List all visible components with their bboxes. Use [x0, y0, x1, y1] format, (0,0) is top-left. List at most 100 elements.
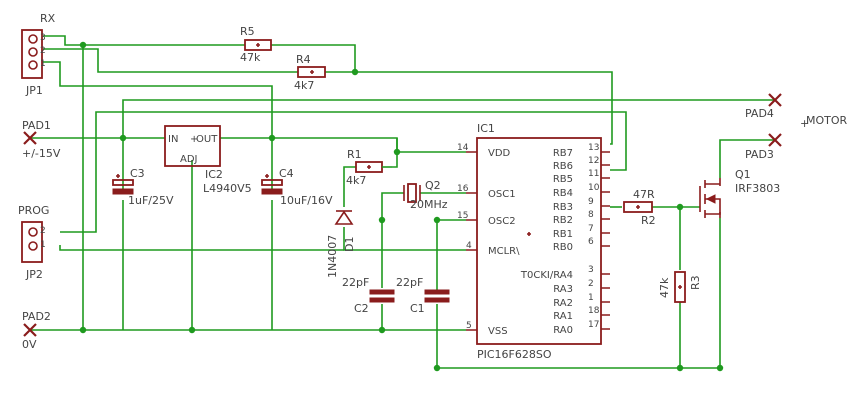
- wires: [30, 35, 775, 369]
- pad1: PAD1 +/-15V: [22, 119, 61, 160]
- c3-value: 1uF/25V: [128, 194, 174, 207]
- r2-value: 47R: [633, 188, 655, 201]
- jp2-pin1-num: 1: [40, 240, 46, 250]
- jp1-pin2-num: 2: [40, 46, 46, 56]
- r2-name: R2: [641, 214, 656, 227]
- mosfet-q1: Q1 IRF3803: [699, 168, 780, 218]
- jp2-name: JP2: [25, 268, 43, 281]
- resistor-r1: R1 4k7: [346, 148, 392, 187]
- ic2-pin-adj: ADJ: [180, 154, 198, 165]
- diode-d1: 1N4007 D1: [326, 210, 356, 278]
- jp1-connector: RX 3 2 1 JP1: [21, 12, 56, 97]
- junctions: [79, 41, 724, 372]
- jp1-header-label: RX: [40, 12, 56, 25]
- motor-label-group: + MOTOR: [800, 114, 848, 130]
- pad2: PAD2 0V: [22, 310, 51, 351]
- r3-name: R3: [689, 275, 702, 290]
- q2-value: 20MHz: [410, 198, 448, 211]
- ic2-name: IC2: [205, 168, 223, 181]
- ic1-pin-osc2: OSC2: [488, 216, 516, 227]
- ic1-pin-mclr: MCLR\: [488, 246, 520, 257]
- pad3-name: PAD3: [745, 148, 774, 161]
- ic1-pin-ra1: RA1: [553, 311, 573, 322]
- d1-name: D1: [343, 237, 356, 252]
- ic2-plus: +: [190, 134, 198, 145]
- pad1-cross-icon: [23, 131, 37, 145]
- c4-value: 10uF/16V: [280, 194, 333, 207]
- ic1-pin-rb1-num: 7: [588, 224, 594, 234]
- motor-plus: +: [800, 117, 809, 130]
- c4-name: C4: [279, 167, 294, 180]
- jp1-pin1: [28, 60, 38, 70]
- r5-value: 47k: [240, 51, 261, 64]
- crystal-q2: Q2 20MHz: [403, 179, 448, 211]
- pad3-cross-icon: [768, 133, 782, 147]
- jp2-connector: PROG 2 1 JP2: [18, 204, 49, 281]
- ic1-pin-osc2-num: 15: [457, 211, 468, 221]
- ic1-pin-rb6: RB6: [553, 161, 573, 172]
- ic1-pin-ra1-num: 18: [588, 306, 600, 316]
- ic1-pin-rb6-num: 12: [588, 156, 599, 166]
- pad2-voltage-label: 0V: [22, 338, 37, 351]
- jp1-pin3-num: 3: [40, 33, 46, 43]
- r1-name: R1: [347, 148, 362, 161]
- resistor-r5: R5 47k: [240, 25, 272, 64]
- c2-value: 22pF: [342, 276, 369, 289]
- ic1-pin-vss: VSS: [488, 326, 508, 337]
- capacitor-c4: C4 10uF/16V: [261, 167, 333, 207]
- jp2-header-label: PROG: [18, 204, 49, 217]
- ic1-pin-ra4-num: 3: [588, 265, 594, 275]
- ic1-part: PIC16F628SO: [477, 348, 552, 361]
- pad4-cross-icon: [768, 93, 782, 107]
- ic2-pin-in: IN: [168, 134, 178, 145]
- ic1-pin-ra4: T0CKI/RA4: [520, 270, 573, 281]
- jp2-pin1: [28, 241, 38, 251]
- resistor-r3: 47k R3: [658, 271, 702, 303]
- capacitor-c2: 22pF C2: [342, 276, 395, 315]
- pad4: PAD4: [745, 93, 782, 120]
- d1-part: 1N4007: [326, 235, 339, 278]
- ic1-pin-rb2-num: 8: [588, 210, 594, 220]
- ic2-part: L4940V5: [203, 182, 252, 195]
- resistor-r4: R4 4k7: [294, 53, 326, 92]
- q1-name: Q1: [735, 168, 751, 181]
- pad2-name: PAD2: [22, 310, 51, 323]
- ic1-pin-osc1-num: 16: [457, 184, 469, 194]
- ic1-pin-rb0: RB0: [553, 242, 573, 253]
- ic1-pin-ra3-num: 2: [588, 279, 594, 289]
- ic1-pin-rb4-num: 10: [588, 183, 600, 193]
- ic1-pin-rb1: RB1: [553, 229, 573, 240]
- ic1-pin-rb3-num: 9: [588, 197, 594, 207]
- pad4-name: PAD4: [745, 107, 774, 120]
- ic1-pin-ra2: RA2: [553, 298, 573, 309]
- ic1-pin-rb5-num: 11: [588, 169, 599, 179]
- ic1-pin-ra3: RA3: [553, 284, 573, 295]
- jp1-name: JP1: [25, 84, 43, 97]
- jp1-pin3: [28, 34, 38, 44]
- ic1-pin-mclr-num: 4: [466, 241, 472, 251]
- q2-name: Q2: [425, 179, 441, 192]
- jp1-pin2: [28, 47, 38, 57]
- ic1-pin-rb5: RB5: [553, 174, 573, 185]
- ic1-pin-osc1: OSC1: [488, 189, 516, 200]
- ic1-pin-ra0: RA0: [553, 325, 573, 336]
- ic1-pin-rb0-num: 6: [588, 237, 594, 247]
- c1-name: C1: [410, 302, 425, 315]
- ic1-name: IC1: [477, 122, 495, 135]
- ic1-pin-rb7: RB7: [553, 148, 573, 159]
- ic1-pin-rb7-num: 13: [588, 143, 599, 153]
- r4-value: 4k7: [294, 79, 314, 92]
- ic2-pin-out: OUT: [196, 134, 218, 145]
- jp2-pin2-num: 2: [40, 226, 46, 236]
- ic1-pin-vss-num: 5: [466, 321, 472, 331]
- regulator-ic2: IN + OUT ADJ IC2 L4940V5: [164, 125, 252, 195]
- c2-name: C2: [354, 302, 369, 315]
- c3-name: C3: [130, 167, 145, 180]
- ic1-pin-rb3: RB3: [553, 202, 573, 213]
- c1-value: 22pF: [396, 276, 423, 289]
- ic1-pin-ra2-num: 1: [588, 293, 594, 303]
- pad2-cross-icon: [23, 323, 37, 337]
- ic1-pin-rb4: RB4: [553, 188, 573, 199]
- r5-name: R5: [240, 25, 255, 38]
